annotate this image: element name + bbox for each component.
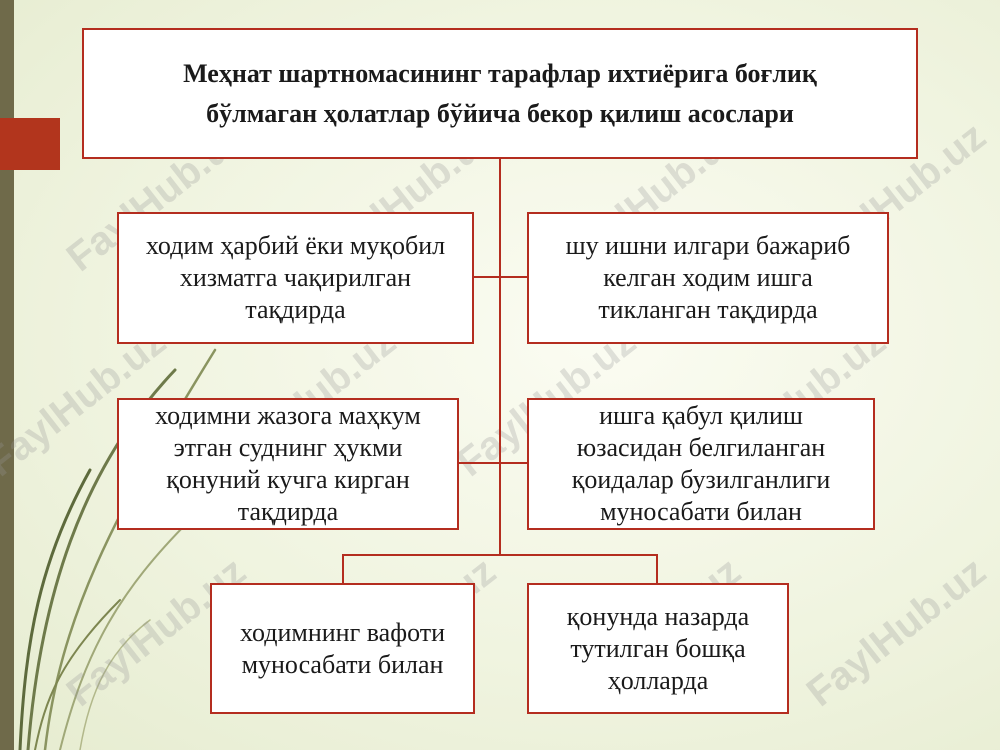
connector-row3-right: [656, 554, 658, 584]
reason-box-court-sentence: ходимни жазога маҳкум этган суднинг ҳукм…: [117, 398, 459, 530]
box-line: қоидалар бузилганлиги: [571, 465, 831, 494]
connector-row3-h: [342, 554, 658, 556]
box-line: хизматга чақирилган: [179, 263, 412, 292]
connector-trunk: [499, 158, 501, 556]
box-line: тутилган бошқа: [570, 633, 746, 663]
box-line: ҳолларда: [607, 665, 709, 695]
box-line: келган ходим ишга: [603, 263, 813, 292]
box-line: этган суднинг ҳукми: [173, 433, 403, 462]
reason-box-military-service: ходим ҳарбий ёки муқобил хизматга чақири…: [117, 212, 474, 344]
box-line: ишга қабул қилиш: [599, 401, 803, 430]
diagram-title-box: Меҳнат шартномасининг тарафлар ихтиёрига…: [82, 28, 918, 159]
box-line: юзасидан белгиланган: [576, 433, 826, 462]
box-line: муносабати билан: [241, 649, 444, 679]
box-line: тақдирда: [237, 497, 339, 526]
box-line: тикланган тақдирда: [598, 295, 818, 324]
reason-box-other-legal-cases: қонунда назарда тутилган бошқа ҳолларда: [527, 583, 789, 714]
reason-box-employee-death: ходимнинг вафоти муносабати билан: [210, 583, 475, 714]
title-line-1: Меҳнат шартномасининг тарафлар ихтиёрига…: [183, 58, 817, 88]
connector-row2: [458, 462, 528, 464]
box-line: ходимни жазога маҳкум: [155, 401, 421, 430]
box-line: муносабати билан: [600, 497, 802, 526]
reason-box-hiring-rules-violated: ишга қабул қилиш юзасидан белгиланган қо…: [527, 398, 875, 530]
box-line: шу ишни илгари бажариб: [565, 231, 851, 260]
red-accent-tab: [0, 118, 60, 170]
connector-row3-left: [342, 554, 344, 584]
box-line: қонуний кучга кирган: [166, 465, 410, 494]
box-line: ходим ҳарбий ёки муқобил: [145, 231, 446, 260]
reason-box-previous-employee-reinstated: шу ишни илгари бажариб келган ходим ишга…: [527, 212, 889, 344]
box-line: ходимнинг вафоти: [239, 617, 446, 647]
connector-row1: [473, 276, 528, 278]
box-line: қонунда назарда: [566, 601, 750, 631]
left-sidebar-bar: [0, 0, 14, 750]
title-line-2: бўлмаган ҳолатлар бўйича бекор қилиш асо…: [206, 98, 794, 128]
box-line: тақдирда: [245, 295, 346, 324]
